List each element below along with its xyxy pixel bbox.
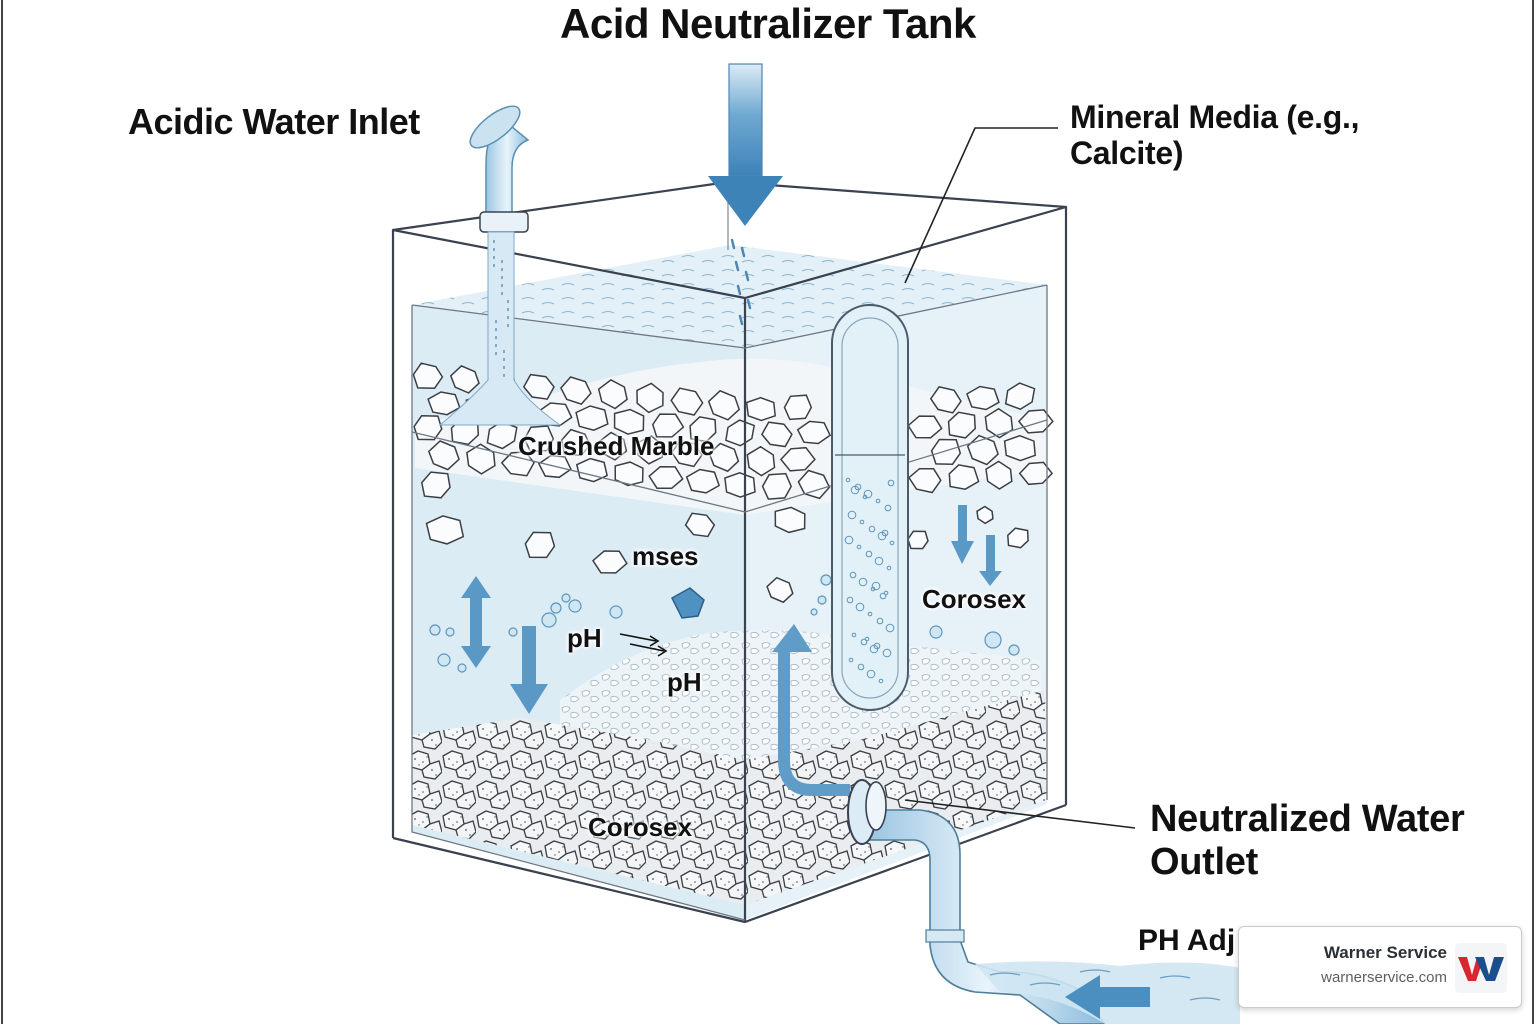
brand-name: Warner Service xyxy=(1323,943,1447,962)
inflow-arrow-icon xyxy=(708,63,783,326)
tube-bubble xyxy=(863,489,873,499)
bubble xyxy=(810,608,818,616)
tube-bubble xyxy=(848,657,854,663)
tube-bubble xyxy=(857,663,865,671)
tube-bubble xyxy=(867,611,873,617)
bubbles xyxy=(429,574,1020,673)
ph-arrows-icon xyxy=(619,633,668,657)
bubble xyxy=(568,599,582,613)
crushed-marble-label: Crushed Marble xyxy=(518,431,715,461)
mses-label: mses xyxy=(632,541,699,571)
tube-bubble xyxy=(886,565,892,571)
outlet-label-line1: Neutralized Water xyxy=(1150,798,1465,840)
rock xyxy=(524,531,556,559)
tube-bubble xyxy=(859,519,865,525)
tube-bubble xyxy=(869,644,879,654)
tube-bubble xyxy=(846,596,854,604)
bubble xyxy=(984,631,1002,649)
tube-bubble xyxy=(871,581,881,591)
bubble xyxy=(508,627,518,637)
tube-bubble xyxy=(878,678,884,684)
tube-bubble xyxy=(844,535,854,545)
tube-bubble xyxy=(868,525,876,533)
bubble xyxy=(609,605,623,619)
rock xyxy=(1007,527,1029,549)
outlet-label-line2: Outlet xyxy=(1150,840,1258,883)
circulation-arrows-icon xyxy=(461,505,1002,714)
loose-rocks xyxy=(420,471,1029,604)
rock xyxy=(420,471,451,499)
tube-bubble xyxy=(879,592,887,600)
ph-adjust-label: PH Adj xyxy=(1138,924,1236,957)
upflow-arrow-icon xyxy=(772,624,850,796)
tube-bubble xyxy=(885,623,895,633)
bubble xyxy=(561,593,571,603)
bubble xyxy=(429,624,441,636)
rock xyxy=(774,506,806,534)
tube-bubble xyxy=(850,485,860,495)
tube-bubble xyxy=(881,529,889,537)
tube-bubble xyxy=(866,669,876,679)
leader-lines xyxy=(904,127,1136,829)
tube-bubble xyxy=(849,571,857,579)
tube-bubble xyxy=(845,477,851,483)
mineral-chunk xyxy=(671,587,705,619)
tube-bubble xyxy=(876,617,884,625)
tube-bubble xyxy=(865,550,873,558)
tube-bubble xyxy=(873,642,881,650)
tube-bubble xyxy=(877,531,887,541)
tube-bubble xyxy=(858,577,868,587)
rock xyxy=(684,512,716,538)
riser-tube xyxy=(831,304,909,711)
bubble xyxy=(820,574,832,586)
brand-url[interactable]: warnerservice.com xyxy=(1321,969,1447,986)
tube-bubble xyxy=(851,632,857,638)
rock xyxy=(592,550,628,574)
tube-bubble xyxy=(860,638,868,646)
tube-bubble xyxy=(855,602,865,612)
bubble xyxy=(437,653,451,667)
tube-bubble xyxy=(882,648,892,658)
bubble xyxy=(541,612,557,628)
warner-logo-icon xyxy=(1455,943,1507,993)
rock xyxy=(907,530,929,550)
bubble xyxy=(550,602,562,614)
brand-badge[interactable]: Warner Service warnerservice.com xyxy=(1238,926,1522,1008)
bubble xyxy=(457,663,467,673)
tube-bubble xyxy=(874,556,884,566)
bubble xyxy=(445,627,455,637)
tube-bubble xyxy=(870,586,876,592)
tube-bubble xyxy=(847,510,857,520)
tube-bubble xyxy=(854,483,862,491)
rock xyxy=(425,515,465,545)
corosex-label-right: Corosex xyxy=(922,584,1027,614)
outlet-pipe xyxy=(847,779,1240,1024)
corosex-label-bottom: Corosex xyxy=(588,812,693,842)
tube-bubble xyxy=(862,494,868,500)
mineral-media-label: Mineral Media (e.g., Calcite) xyxy=(1070,99,1360,172)
tube-bubble xyxy=(889,540,895,546)
bubble xyxy=(929,625,943,639)
bubble xyxy=(817,595,827,605)
mineral-media-label-line1: Mineral Media (e.g., xyxy=(1070,99,1360,135)
bubble xyxy=(1008,644,1020,656)
ph-label-lower: pH xyxy=(667,667,702,697)
tube-bubble xyxy=(887,479,895,487)
inlet-label: Acidic Water Inlet xyxy=(128,101,420,142)
mineral-media-label-line2: Calcite) xyxy=(1070,134,1184,171)
tube-bubble xyxy=(856,544,862,550)
ph-label: pH xyxy=(567,623,602,653)
rock xyxy=(766,576,794,604)
diagram-title: Acid Neutralizer Tank xyxy=(560,0,976,47)
tube-bubble xyxy=(875,498,881,504)
outlet-label: Neutralized Water Outlet xyxy=(1150,798,1465,883)
rock xyxy=(976,505,994,525)
coarse-media-layer xyxy=(412,718,745,905)
inlet-pipe xyxy=(438,105,562,426)
tube-bubble xyxy=(884,504,892,512)
